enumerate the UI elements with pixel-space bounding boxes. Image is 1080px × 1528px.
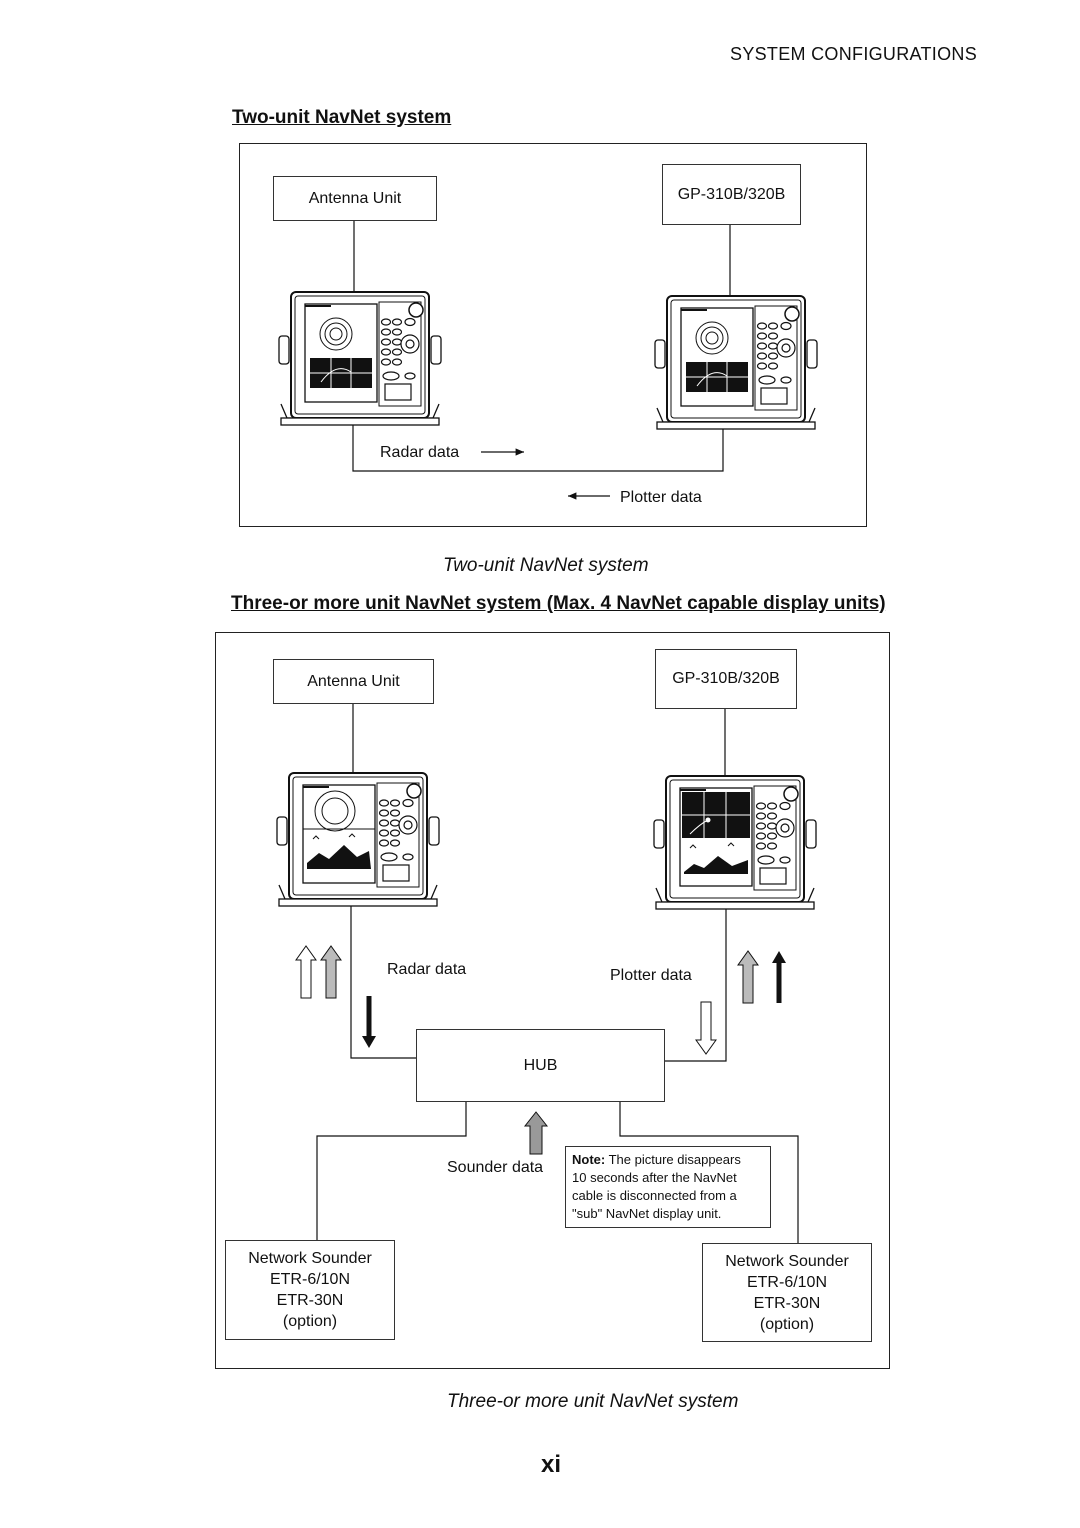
sounder-option: (option) (282, 1313, 338, 1330)
arrow-up-icon (295, 945, 317, 999)
sounder-data-label: Sounder data (447, 1159, 544, 1176)
gp-unit-box: GP-310B/320B (655, 649, 797, 709)
note-line: The picture disappears (605, 1152, 741, 1167)
sounder-name: Network Sounder (725, 1252, 849, 1270)
radar-data-label: Radar data (380, 444, 460, 461)
sounder-model: ETR-30N (276, 1292, 344, 1309)
gp-unit-box: GP-310B/320B (662, 164, 801, 225)
three-unit-heading: Three-or more unit NavNet system (Max. 4… (231, 593, 886, 614)
arrow-up-icon (523, 1111, 549, 1155)
display-unit-icon (654, 295, 818, 430)
arrow-down-icon (362, 996, 376, 1048)
hub-box: HUB (416, 1029, 665, 1102)
antenna-unit-box: Antenna Unit (273, 176, 437, 221)
arrow-down-icon (695, 1001, 717, 1055)
radar-data-label: Radar data (387, 961, 467, 978)
page-header: SYSTEM CONFIGURATIONS (730, 44, 977, 64)
plotter-data-label: Plotter data (620, 489, 702, 506)
display-unit-icon (653, 775, 817, 910)
three-unit-caption: Three-or more unit NavNet system (447, 1391, 739, 1412)
display-unit-icon (276, 772, 440, 907)
network-sounder-left-box: Network Sounder ETR-6/10N ETR-30N (optio… (225, 1240, 395, 1340)
arrow-up-icon (772, 951, 786, 1003)
note-line: "sub" NavNet display unit. (572, 1206, 722, 1221)
arrow-up-icon (737, 950, 759, 1004)
arrow-up-icon (320, 945, 342, 999)
display-unit-icon (278, 291, 442, 426)
note-line: cable is disconnected from a (572, 1188, 737, 1203)
page-number: xi (541, 1451, 562, 1478)
sounder-model: ETR-30N (753, 1294, 821, 1312)
network-sounder-right-box: Network Sounder ETR-6/10N ETR-30N (optio… (702, 1243, 872, 1342)
sounder-option: (option) (759, 1315, 815, 1333)
note-line: 10 seconds after the NavNet (572, 1170, 737, 1185)
sounder-name: Network Sounder (248, 1250, 372, 1267)
note-box: Note: The picture disappears 10 seconds … (565, 1146, 771, 1228)
two-unit-heading: Two-unit NavNet system (232, 107, 452, 128)
note-label: Note: (572, 1152, 606, 1167)
plotter-data-label: Plotter data (610, 967, 692, 984)
sounder-model: ETR-6/10N (746, 1273, 828, 1291)
antenna-unit-box: Antenna Unit (273, 659, 434, 704)
two-unit-caption: Two-unit NavNet system (443, 555, 649, 576)
sounder-model: ETR-6/10N (269, 1271, 351, 1288)
